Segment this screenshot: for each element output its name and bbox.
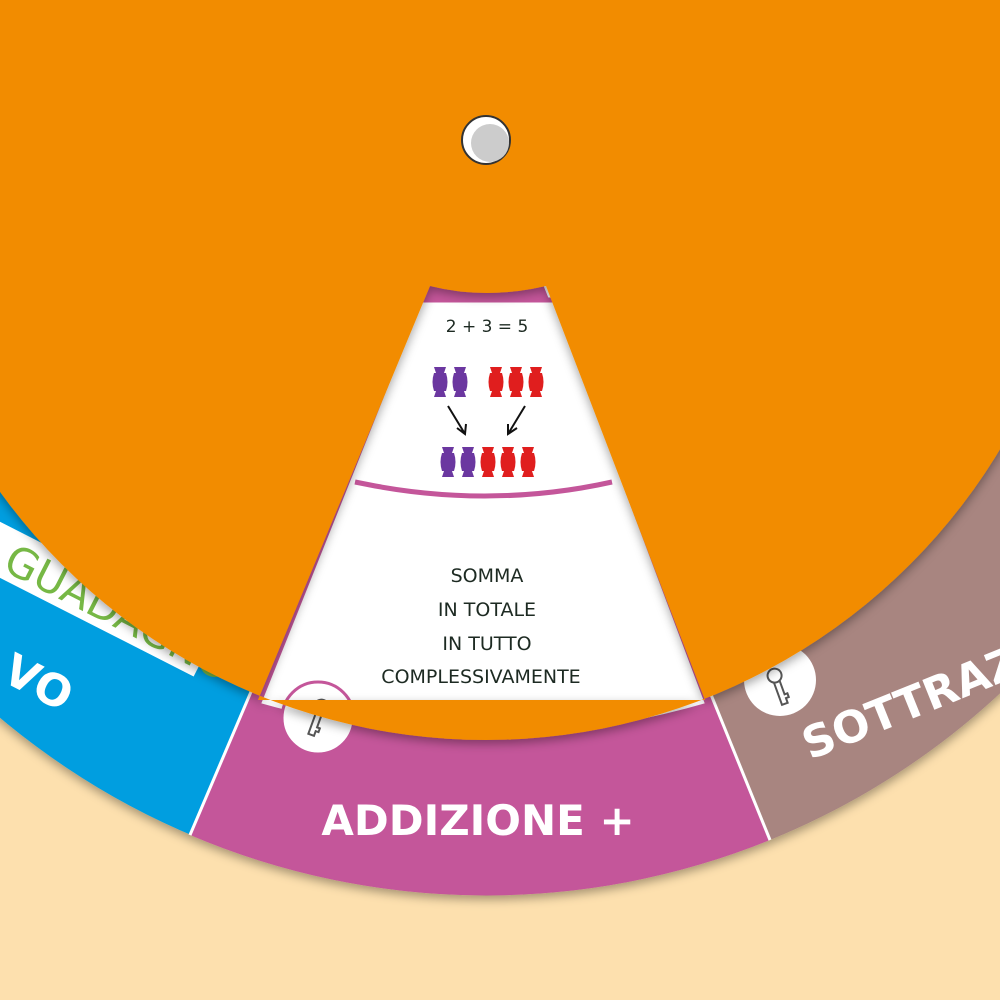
arrow-icon xyxy=(447,405,467,436)
keyword: IN TOTALE xyxy=(438,599,536,621)
arrow-icon xyxy=(507,405,526,436)
equation: 2 + 3 = 5 xyxy=(446,317,529,337)
keyword: IN TUTTO xyxy=(442,633,531,655)
keyword: COMPLESSIVAMENTE xyxy=(381,666,580,688)
center-pivot-hole xyxy=(461,115,511,165)
keyword: SOMMA xyxy=(451,565,524,587)
panel-divider xyxy=(354,479,613,499)
candies-illustration xyxy=(432,367,544,477)
addition-title: ADDIZIONE + xyxy=(321,796,634,845)
top-disk[interactable] xyxy=(0,0,1000,740)
